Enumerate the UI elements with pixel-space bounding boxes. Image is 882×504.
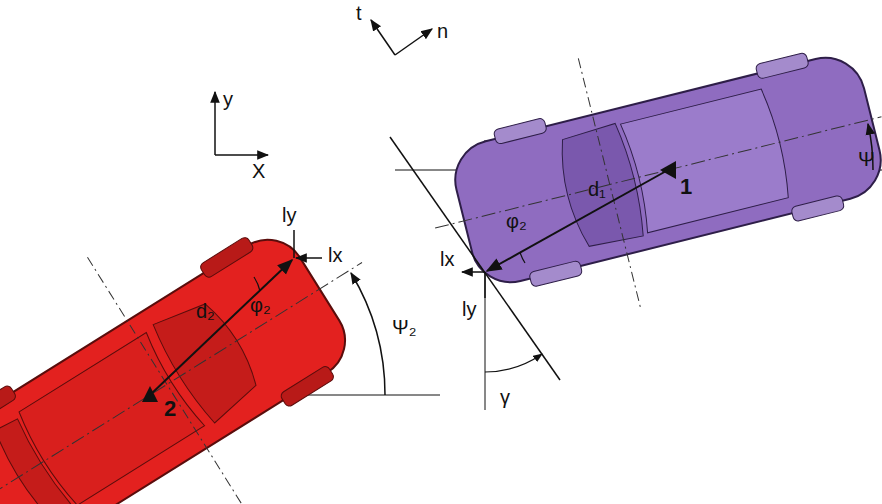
- angle-label: φ₂: [506, 210, 527, 232]
- vehicle-number: 2: [164, 398, 176, 420]
- axis-label: y: [223, 88, 233, 110]
- impulse-label: ly: [462, 298, 476, 320]
- angle-label: γ: [500, 386, 510, 408]
- axis-label: X: [252, 160, 265, 182]
- angle-label: Ψ₂: [392, 316, 416, 338]
- axis-label: t: [356, 2, 362, 24]
- angle-label: φ₂: [250, 294, 271, 316]
- angle-label: Ψ: [858, 148, 875, 170]
- impulse-label: ly: [282, 204, 296, 226]
- vehicle-number: 1: [680, 176, 692, 198]
- axis-label: n: [437, 20, 448, 42]
- impulse-label: lx: [328, 244, 342, 266]
- distance-label: d₁: [588, 178, 606, 200]
- distance-label: d₂: [196, 300, 215, 322]
- impulse-label: lx: [440, 248, 454, 270]
